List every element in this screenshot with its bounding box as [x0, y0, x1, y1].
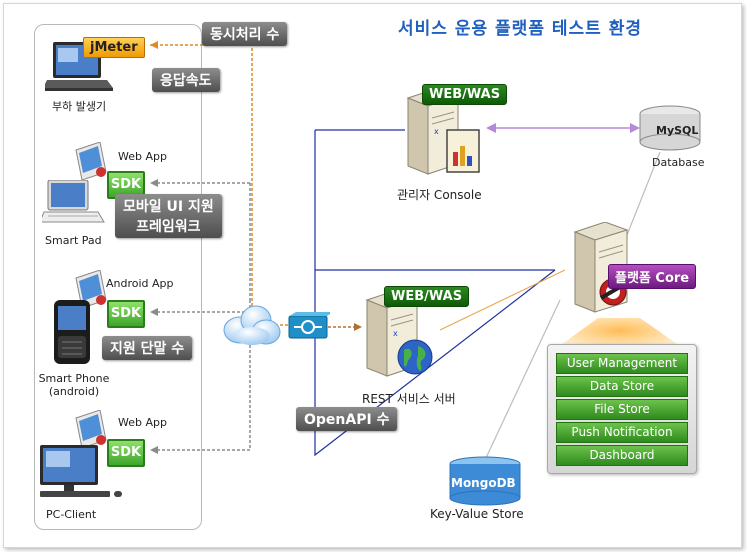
database-icon — [639, 105, 701, 151]
mysql-label: Database — [652, 156, 705, 169]
admin-webwas-tag: WEB/WAS — [422, 84, 508, 105]
platform-core-tag: 플랫폼 Core — [608, 264, 697, 289]
blue-link-main — [314, 130, 556, 457]
smart-pad-label: Smart Pad — [45, 234, 102, 247]
pc-client-sdk: SDK — [107, 439, 145, 467]
rest-server-label: REST 서비스 서버 — [362, 392, 456, 406]
pc-client-app-label: Web App — [118, 416, 167, 429]
mongodb-label: Key-Value Store — [430, 507, 524, 521]
mobile-ui-tag-line-1: 모바일 UI 지원 — [123, 199, 214, 215]
smart-phone-label-line-2: (android) — [48, 385, 100, 398]
gray-link-mongo — [484, 299, 561, 461]
gray-link-mysql — [624, 151, 661, 241]
svg-text:x: x — [393, 329, 398, 338]
globe-icon — [397, 339, 433, 375]
jmeter-badge: jMeter — [83, 37, 145, 58]
smart-phone-app-label: Android App — [106, 277, 174, 290]
smart-phone-label: Smart Phone (android) — [34, 372, 114, 398]
module-file-store: File Store — [556, 399, 688, 420]
client-group-box — [34, 24, 202, 530]
app-window-icon — [75, 270, 107, 309]
monitor-icon — [40, 445, 122, 497]
document-icon — [446, 129, 480, 173]
mobile-ui-tag-line-2: 프레임워크 — [136, 219, 201, 235]
response-speed-tag: 응답속도 — [152, 68, 220, 92]
cloud-icon — [223, 305, 281, 345]
module-push-notification: Push Notification — [556, 422, 688, 443]
smart-pad-app-label: Web App — [118, 150, 167, 163]
smart-phone-label-line-1: Smart Phone — [38, 372, 110, 385]
smart-phone-sdk: SDK — [107, 300, 145, 328]
module-user-management: User Management — [556, 353, 688, 374]
gray-link-pc — [155, 300, 251, 451]
svg-text:x: x — [434, 127, 439, 136]
tablet-icon — [42, 180, 105, 223]
load-generator-label: 부하 발생기 — [52, 100, 107, 113]
device-support-tag: 지원 단말 수 — [102, 336, 193, 360]
app-window-icon — [75, 142, 107, 181]
mysql-name: MySQL — [656, 124, 699, 137]
rest-webwas-tag: WEB/WAS — [384, 286, 470, 307]
mongodb-name: MongoDB — [451, 476, 516, 490]
switch-icon — [288, 312, 330, 339]
diagram-title: 서비스 운용 플랫폼 테스트 환경 — [398, 19, 642, 39]
module-data-store: Data Store — [556, 376, 688, 397]
openapi-tag: OpenAPI 수 — [296, 407, 398, 431]
pc-client-label: PC-Client — [46, 508, 97, 521]
concurrency-tag: 동시처리 수 — [202, 22, 288, 46]
mobile-ui-tag: 모바일 UI 지원 프레임워크 — [115, 194, 222, 238]
admin-console-label: 관리자 Console — [397, 188, 482, 202]
database-icon — [449, 456, 521, 506]
module-dashboard: Dashboard — [556, 445, 688, 466]
app-window-icon — [75, 410, 107, 449]
smartphone-icon — [54, 300, 90, 364]
orange-link-rest-core — [439, 269, 566, 331]
core-module-panel: User Management Data Store File Store Pu… — [547, 344, 697, 474]
